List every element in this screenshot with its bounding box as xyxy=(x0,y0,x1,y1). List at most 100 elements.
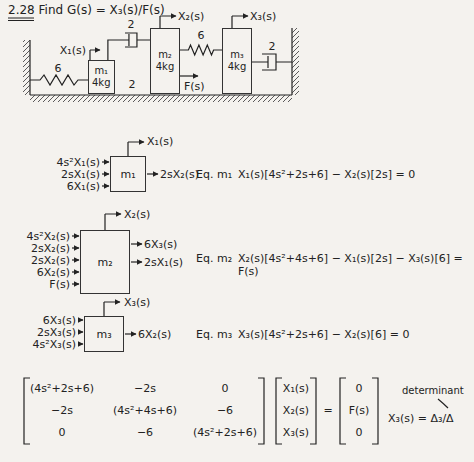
ground-hatch xyxy=(30,95,292,102)
equation-term: X₃(s) xyxy=(124,296,150,309)
force-arrow xyxy=(72,247,79,248)
equation-term: 2sX₃(s) xyxy=(37,326,76,339)
mass-label: m₁ xyxy=(120,168,135,181)
equation-term: 6X₃(s) xyxy=(43,314,76,327)
equation-term: X₃(s)[4s²+2s+6] − X₂(s)[6] = 0 xyxy=(238,328,409,341)
matrix-entry: 0 xyxy=(356,382,363,395)
matrix-entry: F(s) xyxy=(349,404,370,417)
matrix-entry: = xyxy=(323,404,332,417)
force-arrow xyxy=(72,271,79,272)
force-arrow xyxy=(125,333,136,334)
matrix-entry: X₂(s) xyxy=(283,404,309,417)
displacement-arrow xyxy=(232,16,248,28)
mass-label: m₂ xyxy=(158,49,172,61)
equation-term: 4s²X₃(s) xyxy=(33,338,76,351)
matrix-entry: −2s xyxy=(51,404,73,417)
equation-term: 2sX₂(s) xyxy=(31,242,70,255)
force-arrow xyxy=(131,261,142,262)
right-wall-hatch xyxy=(292,28,299,95)
force-arrow xyxy=(102,173,109,174)
force-arrow xyxy=(72,259,79,260)
equation-term: 6X₁(s) xyxy=(67,180,100,193)
mass-label: m₃ xyxy=(230,49,244,61)
mass-label: m₃ xyxy=(96,328,111,341)
spring-connector xyxy=(180,45,222,55)
equation-term: 4s²X₁(s) xyxy=(57,156,100,169)
mass-block: m₃4kg xyxy=(222,28,252,94)
coefficient-label: 2 xyxy=(126,18,135,31)
force-arrow xyxy=(78,343,83,344)
mass-label: 4kg xyxy=(92,77,111,89)
equation-term: X₂(s) xyxy=(178,10,204,23)
equation-term: X₃(s) xyxy=(250,10,276,23)
displacement-arrow xyxy=(90,50,100,60)
displacement-arrow xyxy=(105,214,121,230)
displacement-arrow xyxy=(128,142,144,156)
matrix-bracket xyxy=(340,378,378,444)
result-text: X₃(s) = Δ₃/Δ xyxy=(388,412,454,425)
equation-term: 2sX₁(s) xyxy=(61,168,100,181)
equation-term: 6X₃(s) xyxy=(144,238,177,251)
damper-symbol xyxy=(252,54,292,70)
displacement-arrow xyxy=(160,16,176,28)
spring-symbol xyxy=(30,75,88,85)
displacement-arrow xyxy=(104,302,120,316)
force-arrow xyxy=(102,185,109,186)
equation-term: Eq. m₁ xyxy=(196,168,232,181)
matrix-bracket xyxy=(24,378,264,444)
equation-term: X₁(s)[4s²+2s+6] − X₂(s)[2s] = 0 xyxy=(238,168,415,181)
equation-term: 6X₂(s) xyxy=(37,266,70,279)
matrix-entry: X₁(s) xyxy=(283,382,309,395)
matrix-entry: 0 xyxy=(59,426,66,439)
equation-term: F(s) xyxy=(184,80,205,93)
matrix-bracket xyxy=(276,378,316,444)
equation-term: 2sX₁(s) xyxy=(144,256,183,269)
equation-term: F(s) xyxy=(49,278,70,291)
left-wall-hatch xyxy=(23,40,30,95)
matrix-entry: −6 xyxy=(217,404,233,417)
coefficient-label: 6 xyxy=(197,29,206,42)
result-text: determinant xyxy=(402,384,464,397)
matrix-entry: X₃(s) xyxy=(283,426,309,439)
force-arrow xyxy=(72,283,79,284)
equation-term: X₁(s) xyxy=(60,44,86,57)
force-arrow xyxy=(180,75,198,76)
equation-term: 2 xyxy=(269,40,276,53)
mass-label: m₁ xyxy=(94,65,108,77)
mass-block: m₁4kg xyxy=(88,60,115,94)
equation-term: 2sX₂(s) xyxy=(31,254,70,267)
matrix-entry: (4s²+2s+6) xyxy=(30,382,94,395)
leader-line xyxy=(438,399,448,408)
matrix-entry: −6 xyxy=(137,426,153,439)
matrix-entry: (4s²+4s+6) xyxy=(113,404,177,417)
force-arrow xyxy=(102,161,109,162)
mass-block: m₂ xyxy=(80,230,130,294)
equation-term: 2 xyxy=(129,78,136,91)
force-arrow xyxy=(78,319,83,320)
force-arrow xyxy=(72,235,79,236)
force-arrow xyxy=(131,243,142,244)
title: 2.28 Find G(s) = X₃(s)/F(s) xyxy=(8,3,165,17)
equation-term: Eq. m₃ xyxy=(196,328,232,341)
mass-block: m₃ xyxy=(84,316,124,352)
matrix-entry: (4s²+2s+6) xyxy=(193,426,257,439)
title-underline xyxy=(8,18,34,21)
damper-connector xyxy=(108,33,150,60)
equation-term: X₁(s) xyxy=(147,135,173,148)
equation-term: X₂(s)[4s²+4s+6] − X₁(s)[2s] − X₃(s)[6] =… xyxy=(238,252,468,278)
mass-label: m₂ xyxy=(97,256,112,269)
mass-block: m₁ xyxy=(110,156,146,192)
mass-label: 4kg xyxy=(228,61,247,73)
matrix-entry: 0 xyxy=(356,426,363,439)
matrix-entry: 0 xyxy=(222,382,229,395)
equation-term: 6 xyxy=(55,62,62,75)
equation-term: 2sX₂(s) xyxy=(160,168,199,181)
matrix-entry: −2s xyxy=(134,382,156,395)
force-arrow xyxy=(147,173,158,174)
equation-term: Eq. m₂ xyxy=(196,252,232,265)
equation-term: 4s²X₂(s) xyxy=(27,230,70,243)
equation-term: X₂(s) xyxy=(124,208,150,221)
equation-term: 6X₂(s) xyxy=(138,328,171,341)
force-arrow xyxy=(78,331,83,332)
mass-label: 4kg xyxy=(156,61,175,73)
